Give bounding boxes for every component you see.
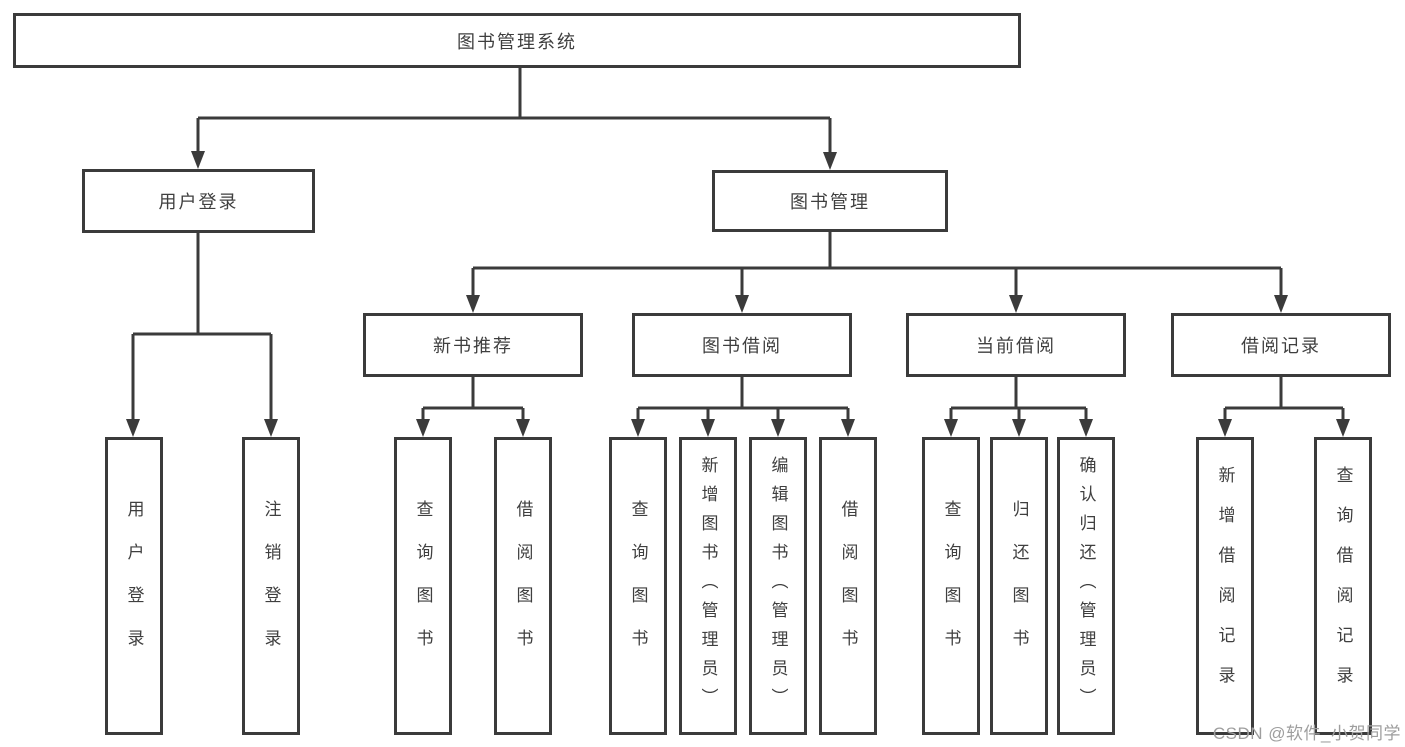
node-root-system: 图书管理系统 [13,13,1021,68]
leaf-label: 归还图书 [1009,500,1029,672]
leaf-label: 新增图书（管理员） [698,455,718,717]
csdn-watermark: CSDN @软件_小贺同学 [1212,724,1401,743]
leaf-label: 新增借阅记录 [1215,466,1235,706]
leaf-query-borrow-record: 查询借阅记录 [1314,437,1372,735]
node-label: 借阅记录 [1241,336,1321,356]
leaf-label: 注销登录 [261,500,281,672]
leaf-label: 编辑图书（管理员） [768,455,788,717]
node-borrow-records: 借阅记录 [1171,313,1391,377]
node-current-borrow: 当前借阅 [906,313,1126,377]
leaf-user-login: 用户登录 [105,437,163,735]
leaf-confirm-return-admin: 确认归还（管理员） [1057,437,1115,735]
leaf-label: 查询借阅记录 [1333,466,1353,706]
leaf-query-books-borrow: 查询图书 [609,437,667,735]
node-label: 用户登录 [158,192,239,212]
arrowheads [126,151,1350,437]
node-label: 图书借阅 [702,336,782,356]
leaf-label: 借阅图书 [838,500,858,672]
leaf-query-books-recommend: 查询图书 [394,437,452,735]
leaf-borrow-books: 借阅图书 [819,437,877,735]
leaf-label: 借阅图书 [513,500,533,672]
leaf-logout: 注销登录 [242,437,300,735]
node-user-login-branch: 用户登录 [82,169,315,233]
leaf-label: 查询图书 [413,500,433,672]
leaf-label: 查询图书 [941,500,961,672]
leaf-edit-books-admin: 编辑图书（管理员） [749,437,807,735]
leaf-label: 用户登录 [124,500,144,672]
node-label: 当前借阅 [976,336,1056,356]
leaf-label: 确认归还（管理员） [1076,455,1096,717]
node-book-borrow: 图书借阅 [632,313,852,377]
leaf-add-borrow-record: 新增借阅记录 [1196,437,1254,735]
leaf-add-books-admin: 新增图书（管理员） [679,437,737,735]
leaf-return-books: 归还图书 [990,437,1048,735]
node-root-label: 图书管理系统 [457,31,577,52]
leaf-label: 查询图书 [628,500,648,672]
leaf-borrow-books-recommend: 借阅图书 [494,437,552,735]
node-label: 图书管理 [790,192,870,212]
node-book-management: 图书管理 [712,170,948,232]
leaf-query-books-current: 查询图书 [922,437,980,735]
node-label: 新书推荐 [433,336,513,356]
node-new-book-recommend: 新书推荐 [363,313,583,377]
